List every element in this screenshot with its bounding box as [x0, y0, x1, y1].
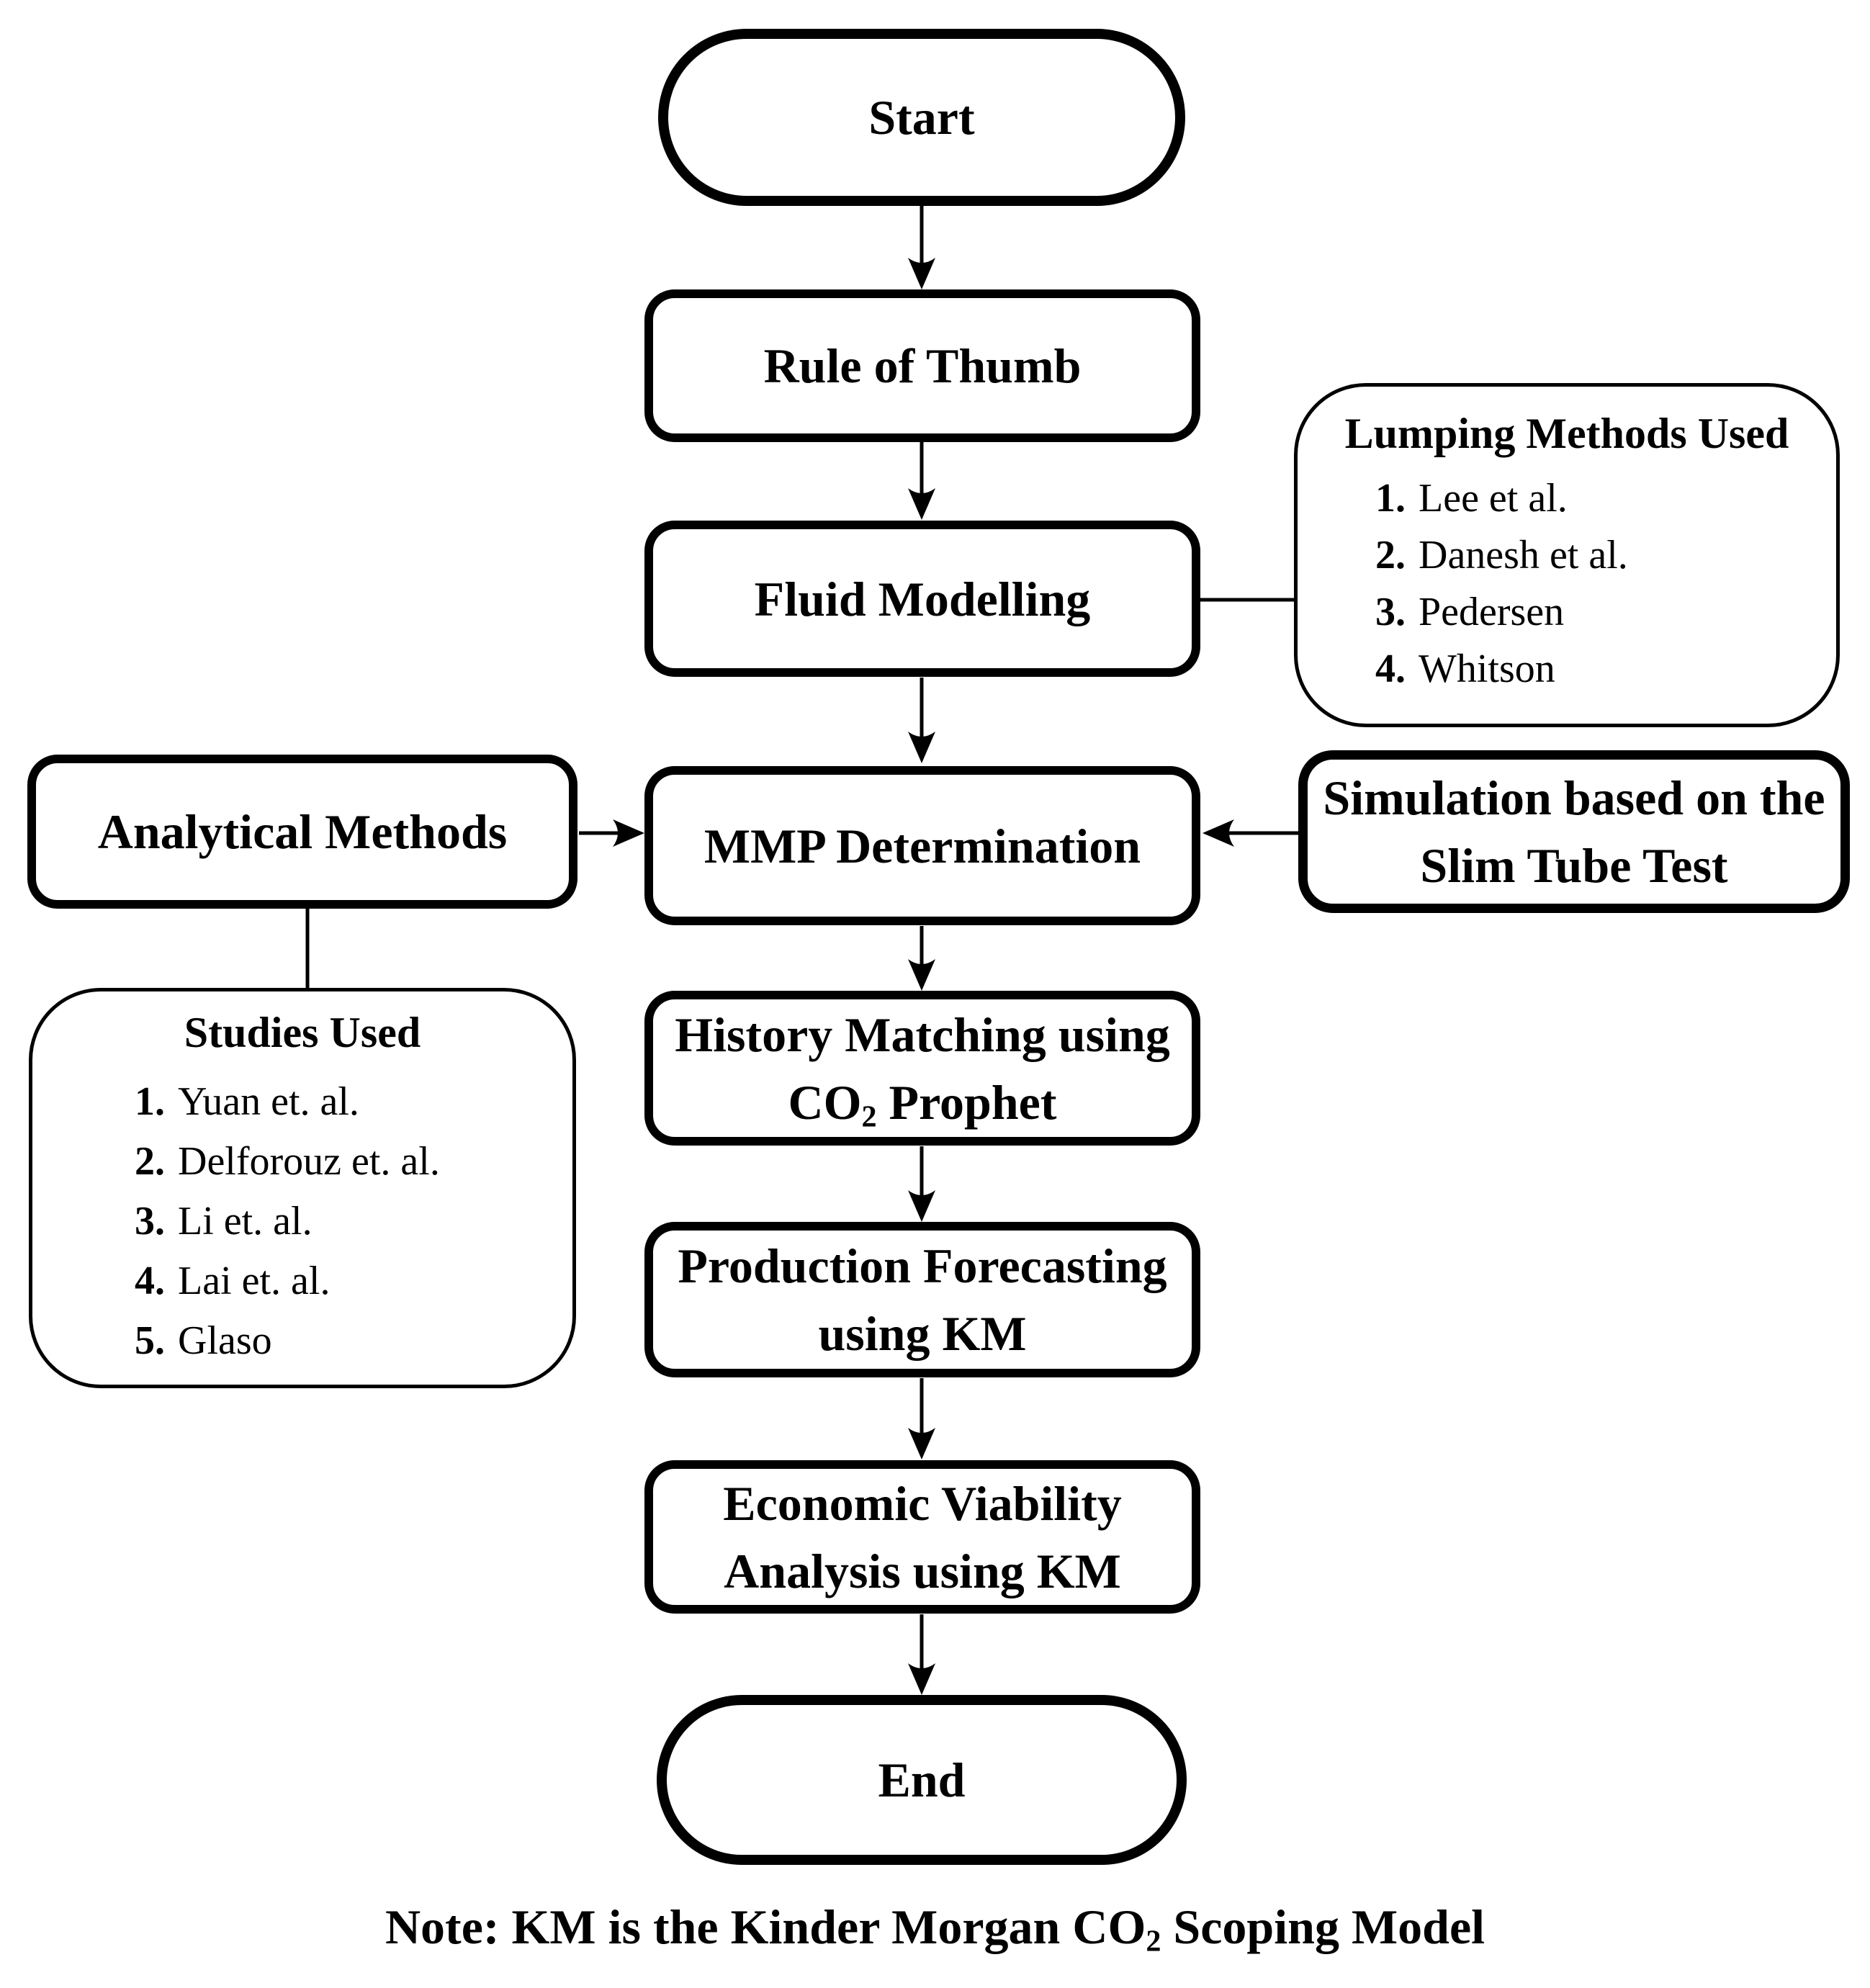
node-rule-of-thumb: Rule of Thumb	[644, 289, 1200, 442]
arrow-simulation-to-mmp	[1203, 819, 1298, 847]
annotation-studies-used: Studies Used 1.Yuan et. al. 2.Delforouz …	[29, 988, 576, 1388]
co2-subscript: 2	[861, 1099, 877, 1134]
studies-used-title: Studies Used	[184, 1009, 421, 1056]
node-production-forecasting: Production Forecasting using KM	[644, 1222, 1200, 1377]
node-simulation-slim-tube: Simulation based on the Slim Tube Test	[1298, 750, 1850, 913]
lumping-methods-list: 1.Lee et al. 2.Danesh et al. 3.Pedersen …	[1312, 470, 1822, 698]
node-economic-viability: Economic Viability Analysis using KM	[644, 1460, 1200, 1614]
node-start: Start	[658, 29, 1185, 206]
list-item: 2.Delforouz et. al.	[135, 1139, 440, 1184]
list-item: 4.Whitson	[1375, 647, 1555, 691]
node-analytical-methods: Analytical Methods	[27, 755, 577, 909]
node-analytical-methods-label: Analytical Methods	[97, 804, 508, 859]
list-item: 4.Lai et. al.	[135, 1259, 331, 1303]
arrow-fluid-to-mmp	[908, 678, 935, 763]
note-text: Note: KM is the Kinder Morgan CO2 Scopin…	[385, 1899, 1485, 1958]
arrow-mmp-to-history	[908, 926, 935, 991]
co2-subscript: 2	[1146, 1924, 1161, 1958]
arrow-history-to-production	[908, 1146, 935, 1222]
list-item: 5.Glaso	[135, 1318, 272, 1363]
node-fluid-modelling-label: Fluid Modelling	[754, 571, 1091, 626]
list-item: 3.Pedersen	[1375, 590, 1565, 634]
arrow-rule-to-fluid	[908, 441, 935, 520]
node-mmp-determination: MMP Determination	[644, 766, 1200, 925]
list-item: 2.Danesh et al.	[1375, 533, 1628, 577]
node-history-matching-label: History Matching using CO2 Prophet	[675, 1007, 1170, 1134]
annotation-lumping-methods: Lumping Methods Used 1.Lee et al. 2.Dane…	[1294, 383, 1840, 727]
arrow-production-to-economic	[908, 1378, 935, 1459]
node-rule-of-thumb-label: Rule of Thumb	[763, 338, 1082, 393]
list-item: 3.Li et. al.	[135, 1199, 313, 1243]
lumping-methods-title: Lumping Methods Used	[1344, 410, 1789, 457]
node-fluid-modelling: Fluid Modelling	[644, 521, 1200, 677]
node-end: End	[657, 1695, 1187, 1865]
studies-used-list: 1.Yuan et. al. 2.Delforouz et. al. 3.Li …	[47, 1072, 558, 1371]
node-history-matching: History Matching using CO2 Prophet	[644, 991, 1200, 1146]
node-economic-viability-label: Economic Viability Analysis using KM	[723, 1475, 1122, 1598]
arrow-economic-to-end	[908, 1614, 935, 1695]
list-item: 1.Lee et al.	[1375, 476, 1568, 521]
arrow-start-to-rule	[908, 206, 935, 289]
list-item: 1.Yuan et. al.	[135, 1079, 359, 1124]
node-production-forecasting-label: Production Forecasting using KM	[678, 1238, 1167, 1361]
node-simulation-slim-tube-label: Simulation based on the Slim Tube Test	[1323, 770, 1825, 893]
node-start-label: Start	[868, 90, 975, 145]
arrow-analytical-to-mmp	[579, 819, 644, 847]
node-end-label: End	[878, 1753, 966, 1807]
node-mmp-determination-label: MMP Determination	[704, 818, 1141, 873]
